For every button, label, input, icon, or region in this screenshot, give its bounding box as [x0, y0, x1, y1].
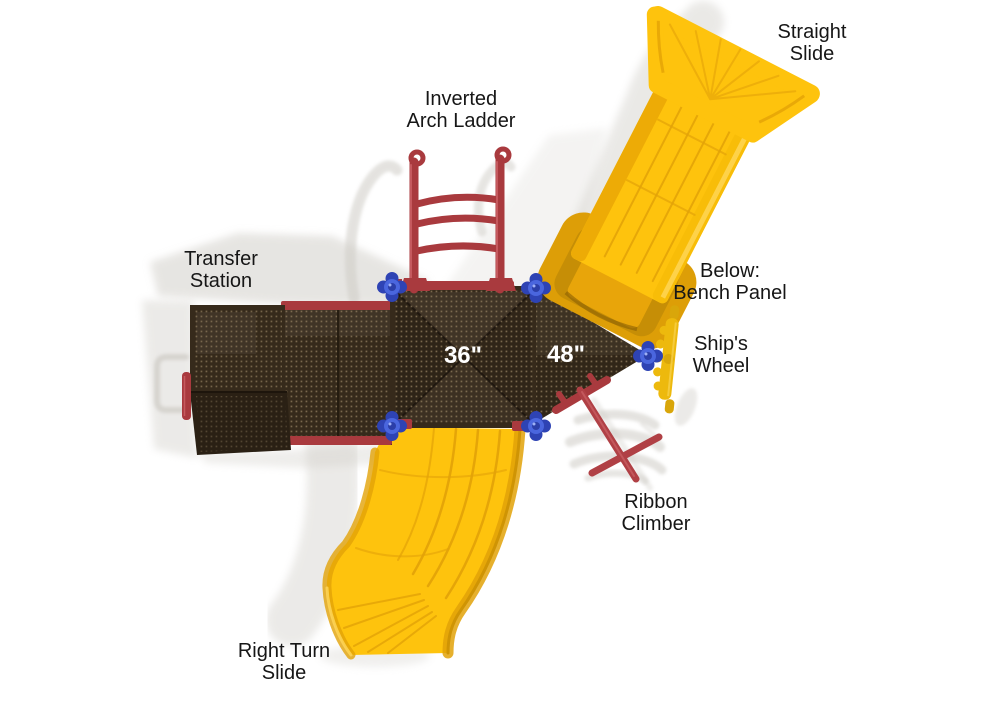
label-ribbon-climber: Ribbon Climber	[621, 491, 691, 535]
straight-slide	[537, 5, 820, 349]
square-deck-36	[386, 279, 538, 431]
deck-connectors	[377, 272, 663, 441]
bridge-deck	[281, 301, 392, 445]
label-right-turn-slide: Right Turn Slide	[237, 640, 331, 684]
label-ships-wheel: Ship's Wheel	[692, 333, 750, 377]
deck-connector	[521, 411, 551, 441]
label-below-bench-panel: Below: Bench Panel	[673, 260, 787, 304]
deck-connector	[377, 411, 407, 441]
label-triangle-deck-size: 48"	[546, 341, 586, 368]
label-square-deck-size: 36"	[443, 342, 483, 369]
label-straight-slide: Straight Slide	[777, 21, 847, 65]
right-turn-slide	[322, 423, 526, 660]
label-transfer-station: Transfer Station	[184, 248, 258, 292]
label-inverted-arch-ladder: Inverted Arch Ladder	[406, 88, 516, 132]
ribbon-climber	[576, 386, 663, 483]
grab-handle-shadow	[154, 354, 189, 413]
inverted-arch-ladder	[400, 146, 516, 294]
deck-connector	[521, 273, 551, 303]
grab-bar	[182, 372, 191, 420]
transfer-station-deck	[182, 305, 291, 455]
deck-connector	[377, 272, 407, 302]
deck-connector	[633, 341, 663, 371]
slide-exit-flare	[646, 5, 820, 143]
